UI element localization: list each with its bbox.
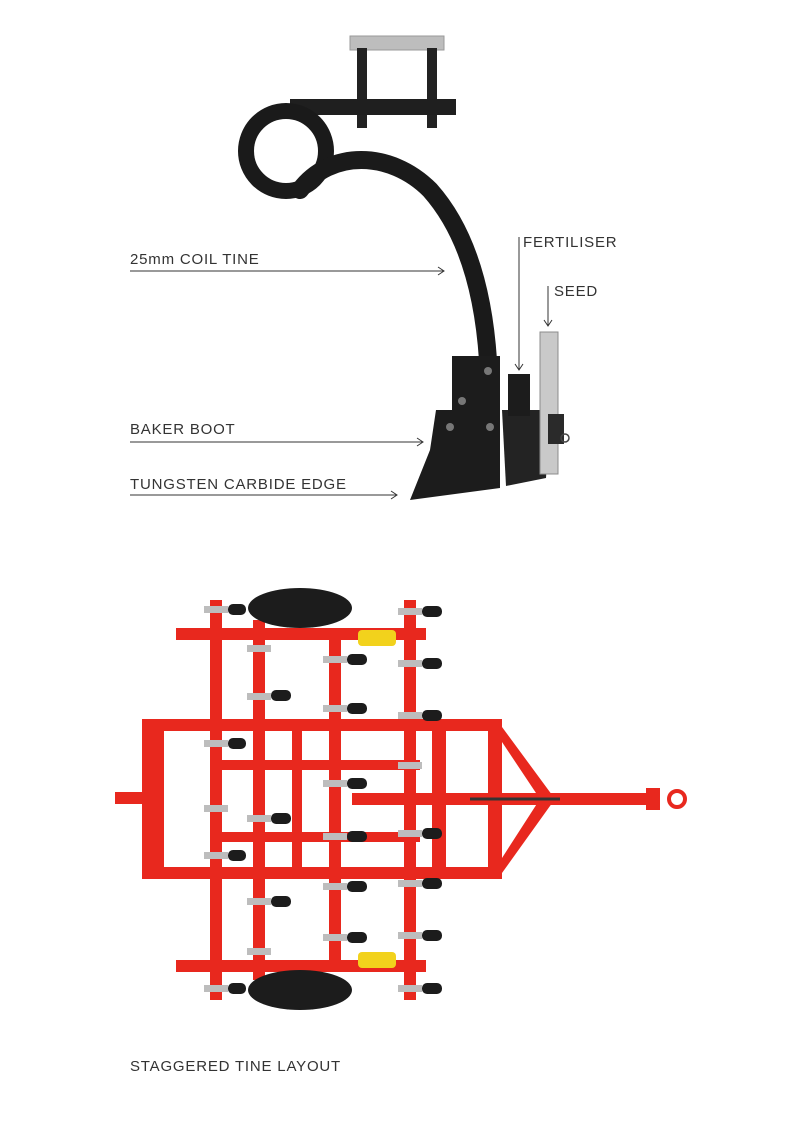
hydraulic-ram-bottom: [358, 952, 396, 968]
boot-side-plate: [502, 410, 550, 486]
fertiliser-tube: [508, 374, 530, 416]
fertiliser-label: FERTILISER: [523, 234, 618, 251]
seed-label: SEED: [554, 283, 599, 300]
callout-leaders: [130, 237, 553, 500]
frame: [115, 600, 687, 1000]
tine-assembly-illustration: [130, 35, 570, 500]
tungsten-edge-label: TUNGSTEN CARBIDE EDGE: [130, 476, 347, 493]
coil-loop: [238, 103, 334, 199]
wheel-bottom: [248, 970, 352, 1010]
staggered-layout-caption: STAGGERED TINE LAYOUT: [130, 1058, 342, 1075]
tines: [204, 604, 442, 994]
clamp-bolt-right: [427, 48, 437, 128]
baker-boot: [410, 410, 500, 500]
baker-boot-label: BAKER BOOT: [130, 421, 236, 438]
coil-tine-label: 25mm COIL TINE: [130, 251, 260, 268]
tine-shank: [291, 151, 497, 369]
mounting-bar: [290, 99, 456, 115]
clamp-plate: [349, 35, 445, 51]
boot-upper-block: [452, 356, 500, 418]
clamp-bolt-left: [357, 48, 367, 128]
seed-tube: [539, 331, 559, 475]
wheel-top: [248, 588, 352, 628]
hydraulic-ram-top: [358, 630, 396, 646]
